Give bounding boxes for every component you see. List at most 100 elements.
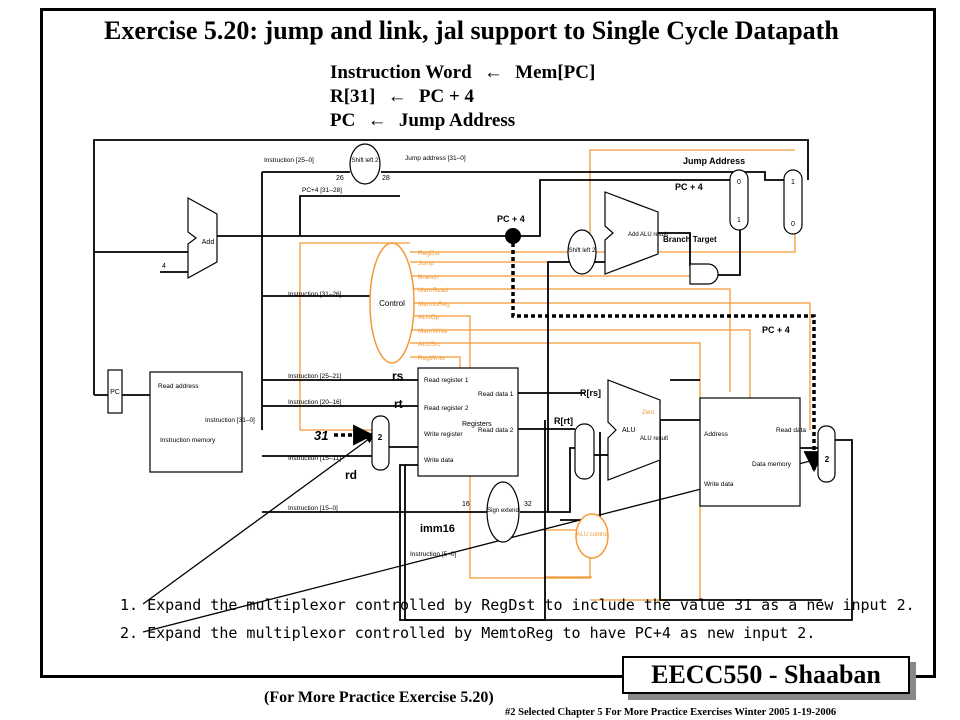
sig-memtoreg: MemtoReg: [418, 301, 450, 308]
pc-label: PC: [110, 389, 120, 396]
pc-register: [107, 369, 123, 414]
label-instr-15-11: Instruction [15–11]: [288, 455, 341, 462]
imem-out-label: Instruction [31–0]: [205, 417, 255, 424]
label-instr-31-26: Instruction [31–26]: [288, 291, 342, 298]
data-memory-label: Data memory: [752, 461, 792, 468]
dm-write-data-label: Write data: [704, 481, 734, 488]
memtoreg-mux: [817, 425, 836, 483]
sig-memread: MemRead: [418, 287, 448, 294]
data-memory: [699, 397, 801, 507]
jump-mux-in0: 0: [791, 221, 795, 228]
step1-pointer: [142, 435, 374, 605]
alu-control-label: ALU control: [576, 532, 607, 538]
alu-result-label: ALU result: [640, 436, 668, 442]
instruction-memory: [149, 371, 243, 473]
left-arrow-icon: ←: [387, 86, 407, 107]
regdst-mux-in2: 2: [378, 433, 383, 442]
port-read-reg-1: Read register 1: [424, 377, 469, 384]
shift-left-2-branch: [567, 229, 597, 275]
pc-adder-label: Add: [202, 239, 215, 246]
rtl-rhs: PC + 4: [418, 86, 475, 107]
alusrc-mux: [574, 423, 595, 480]
width-28: 28: [382, 175, 390, 182]
label-instr-15-0: Instruction [15–0]: [288, 505, 338, 512]
width-32: 32: [524, 501, 532, 508]
shift-left-2-jump: [349, 143, 381, 185]
shift-branch-label: Shift left 2: [569, 248, 596, 254]
label-instr-25-0: Instruction [25–0]: [264, 157, 314, 164]
imem-label: Instruction memory: [160, 437, 216, 444]
rtl-jump: PC ← Jump Address: [330, 110, 515, 132]
annot-rd: rd: [345, 468, 357, 482]
rtl-link: R[31] ← PC + 4: [330, 86, 474, 108]
slide-footer: #2 Selected Chapter 5 For More Practice …: [505, 707, 837, 718]
dm-read-data-label: Read data: [776, 427, 806, 434]
branch-mux-in1: 1: [737, 217, 741, 224]
annot-jump-address: Jump Address: [683, 156, 745, 166]
sig-regwrite: RegWrite: [418, 355, 445, 362]
pc4-dotted-path: [511, 243, 825, 473]
annot-r-rt: R[rt]: [554, 416, 573, 426]
rtl-rhs: Mem[PC]: [515, 62, 596, 83]
rtl-lhs: PC: [330, 110, 356, 131]
rtl-lhs: Instruction Word: [330, 62, 472, 83]
memtoreg-mux-in2: 2: [825, 455, 830, 464]
jump-mux-in1: 1: [791, 179, 795, 186]
registers-label: Registers: [462, 421, 492, 428]
annot-rt: rt: [394, 397, 403, 411]
read-data-1-label: Read data 1: [478, 391, 514, 398]
rtl-rhs: Jump Address: [398, 110, 516, 131]
width-16: 16: [462, 501, 470, 508]
annot-pc4-top: PC + 4: [675, 182, 703, 192]
branch-adder: [604, 191, 659, 275]
sig-memwrite: MemWrite: [418, 328, 448, 335]
slide-title: Exercise 5.20: jump and link, jal suppor…: [104, 16, 839, 45]
annot-rs: rs: [392, 369, 404, 383]
zero-label: Zero: [642, 410, 655, 416]
alu-label: ALU: [622, 427, 636, 434]
branch-adder-label: Add ALU result: [628, 232, 668, 238]
pc4-junction: [505, 228, 521, 244]
annot-r-rs: R[rs]: [580, 388, 601, 398]
branch-mux: [729, 169, 749, 231]
jump-mux: [783, 169, 803, 235]
control-signal-labels: RegDst Jump Branch MemRead MemtoReg ALUO…: [418, 250, 450, 362]
sig-jump: Jump: [418, 260, 434, 267]
annot-31: 31: [314, 428, 328, 443]
main-alu: [607, 379, 661, 481]
course-badge: EECC550 - Shaaban: [622, 656, 918, 702]
read-address-label: Read address: [158, 383, 199, 390]
sign-extend-label: Sign extend: [487, 508, 519, 514]
read-data-2-label: Read data 2: [478, 427, 514, 434]
annotations: rs rt rd 31 imm16 R[rs] R[rt] PC + 4 PC …: [314, 156, 790, 535]
left-arrow-icon: ←: [483, 62, 503, 83]
sig-branch: Branch: [418, 274, 439, 281]
label-instr-25-21: Instruction [25–21]: [288, 373, 342, 380]
left-arrow-icon: ←: [367, 110, 387, 131]
label-jump-addr: Jump address [31–0]: [405, 155, 466, 162]
step-2: 2. Expand the multiplexor controlled by …: [120, 624, 816, 642]
rtl-lhs: R[31]: [330, 86, 376, 107]
port-write-reg: Write register: [424, 431, 463, 438]
annot-imm16: imm16: [420, 523, 455, 535]
control-unit: [369, 242, 415, 364]
width-26: 26: [336, 175, 344, 182]
and-gate: [689, 263, 719, 285]
more-practice-note: (For More Practice Exercise 5.20): [264, 689, 494, 706]
label-pc4-31-28: PC+4 [31–28]: [302, 187, 342, 194]
pc-adder: [187, 196, 218, 280]
annot-branch-target: Branch Target: [663, 235, 717, 244]
step-1: 1. Expand the multiplexor controlled by …: [120, 596, 915, 614]
branch-mux-in0: 0: [737, 179, 741, 186]
sign-extend: [486, 481, 520, 543]
const-four: 4: [162, 263, 166, 270]
annot-pc4-left: PC + 4: [497, 214, 525, 224]
regdst-mux: [371, 415, 390, 471]
sig-alusrc: ALUSrc: [418, 341, 441, 348]
wire-labels: Instruction [25–0] Jump address [31–0] P…: [264, 155, 466, 558]
port-write-data: Write data: [424, 457, 454, 464]
register-file: [417, 367, 519, 477]
sig-aluop: ALUOp: [418, 314, 440, 321]
alu-control: [575, 513, 609, 559]
dm-address-label: Address: [704, 431, 729, 438]
